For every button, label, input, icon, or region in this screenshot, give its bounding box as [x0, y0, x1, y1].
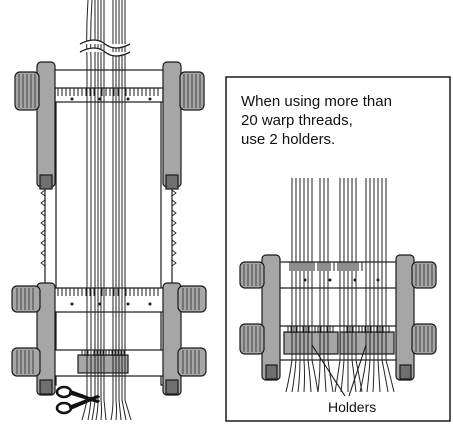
holders-label: Holders: [328, 399, 377, 415]
callout-line-2: 20 warp threads,: [241, 112, 353, 129]
holders-leader-lines: [311, 344, 367, 397]
scissors-icon: [55, 385, 101, 415]
middle-heddle-bar: [51, 287, 167, 313]
right-loom-left-clamp: [261, 254, 281, 381]
top-heddle-teeth: [57, 88, 159, 96]
left-loom: [11, 61, 207, 396]
top-left-clamp: [36, 61, 56, 188]
left-holder: [77, 354, 129, 374]
top-right-clamp: [162, 61, 182, 188]
lower-left-clamp: [36, 282, 56, 396]
right-loom-right-clamp: [395, 254, 415, 381]
rail-teeth: [40, 189, 177, 267]
middle-left-knob: [11, 285, 41, 313]
callout-line-1: When using more than: [241, 93, 392, 110]
right-warp-threads: [285, 178, 395, 393]
callout-line-3: use 2 holders.: [241, 131, 336, 148]
bottom-right-knob: [177, 347, 207, 377]
thread-break-mark: [79, 39, 131, 57]
middle-right-knob: [177, 285, 207, 313]
bottom-left-knob: [11, 347, 41, 377]
callout-text: When using more than 20 warp threads, us…: [241, 92, 441, 149]
lower-right-clamp: [162, 282, 182, 396]
left-warp-threads: [81, 0, 132, 421]
